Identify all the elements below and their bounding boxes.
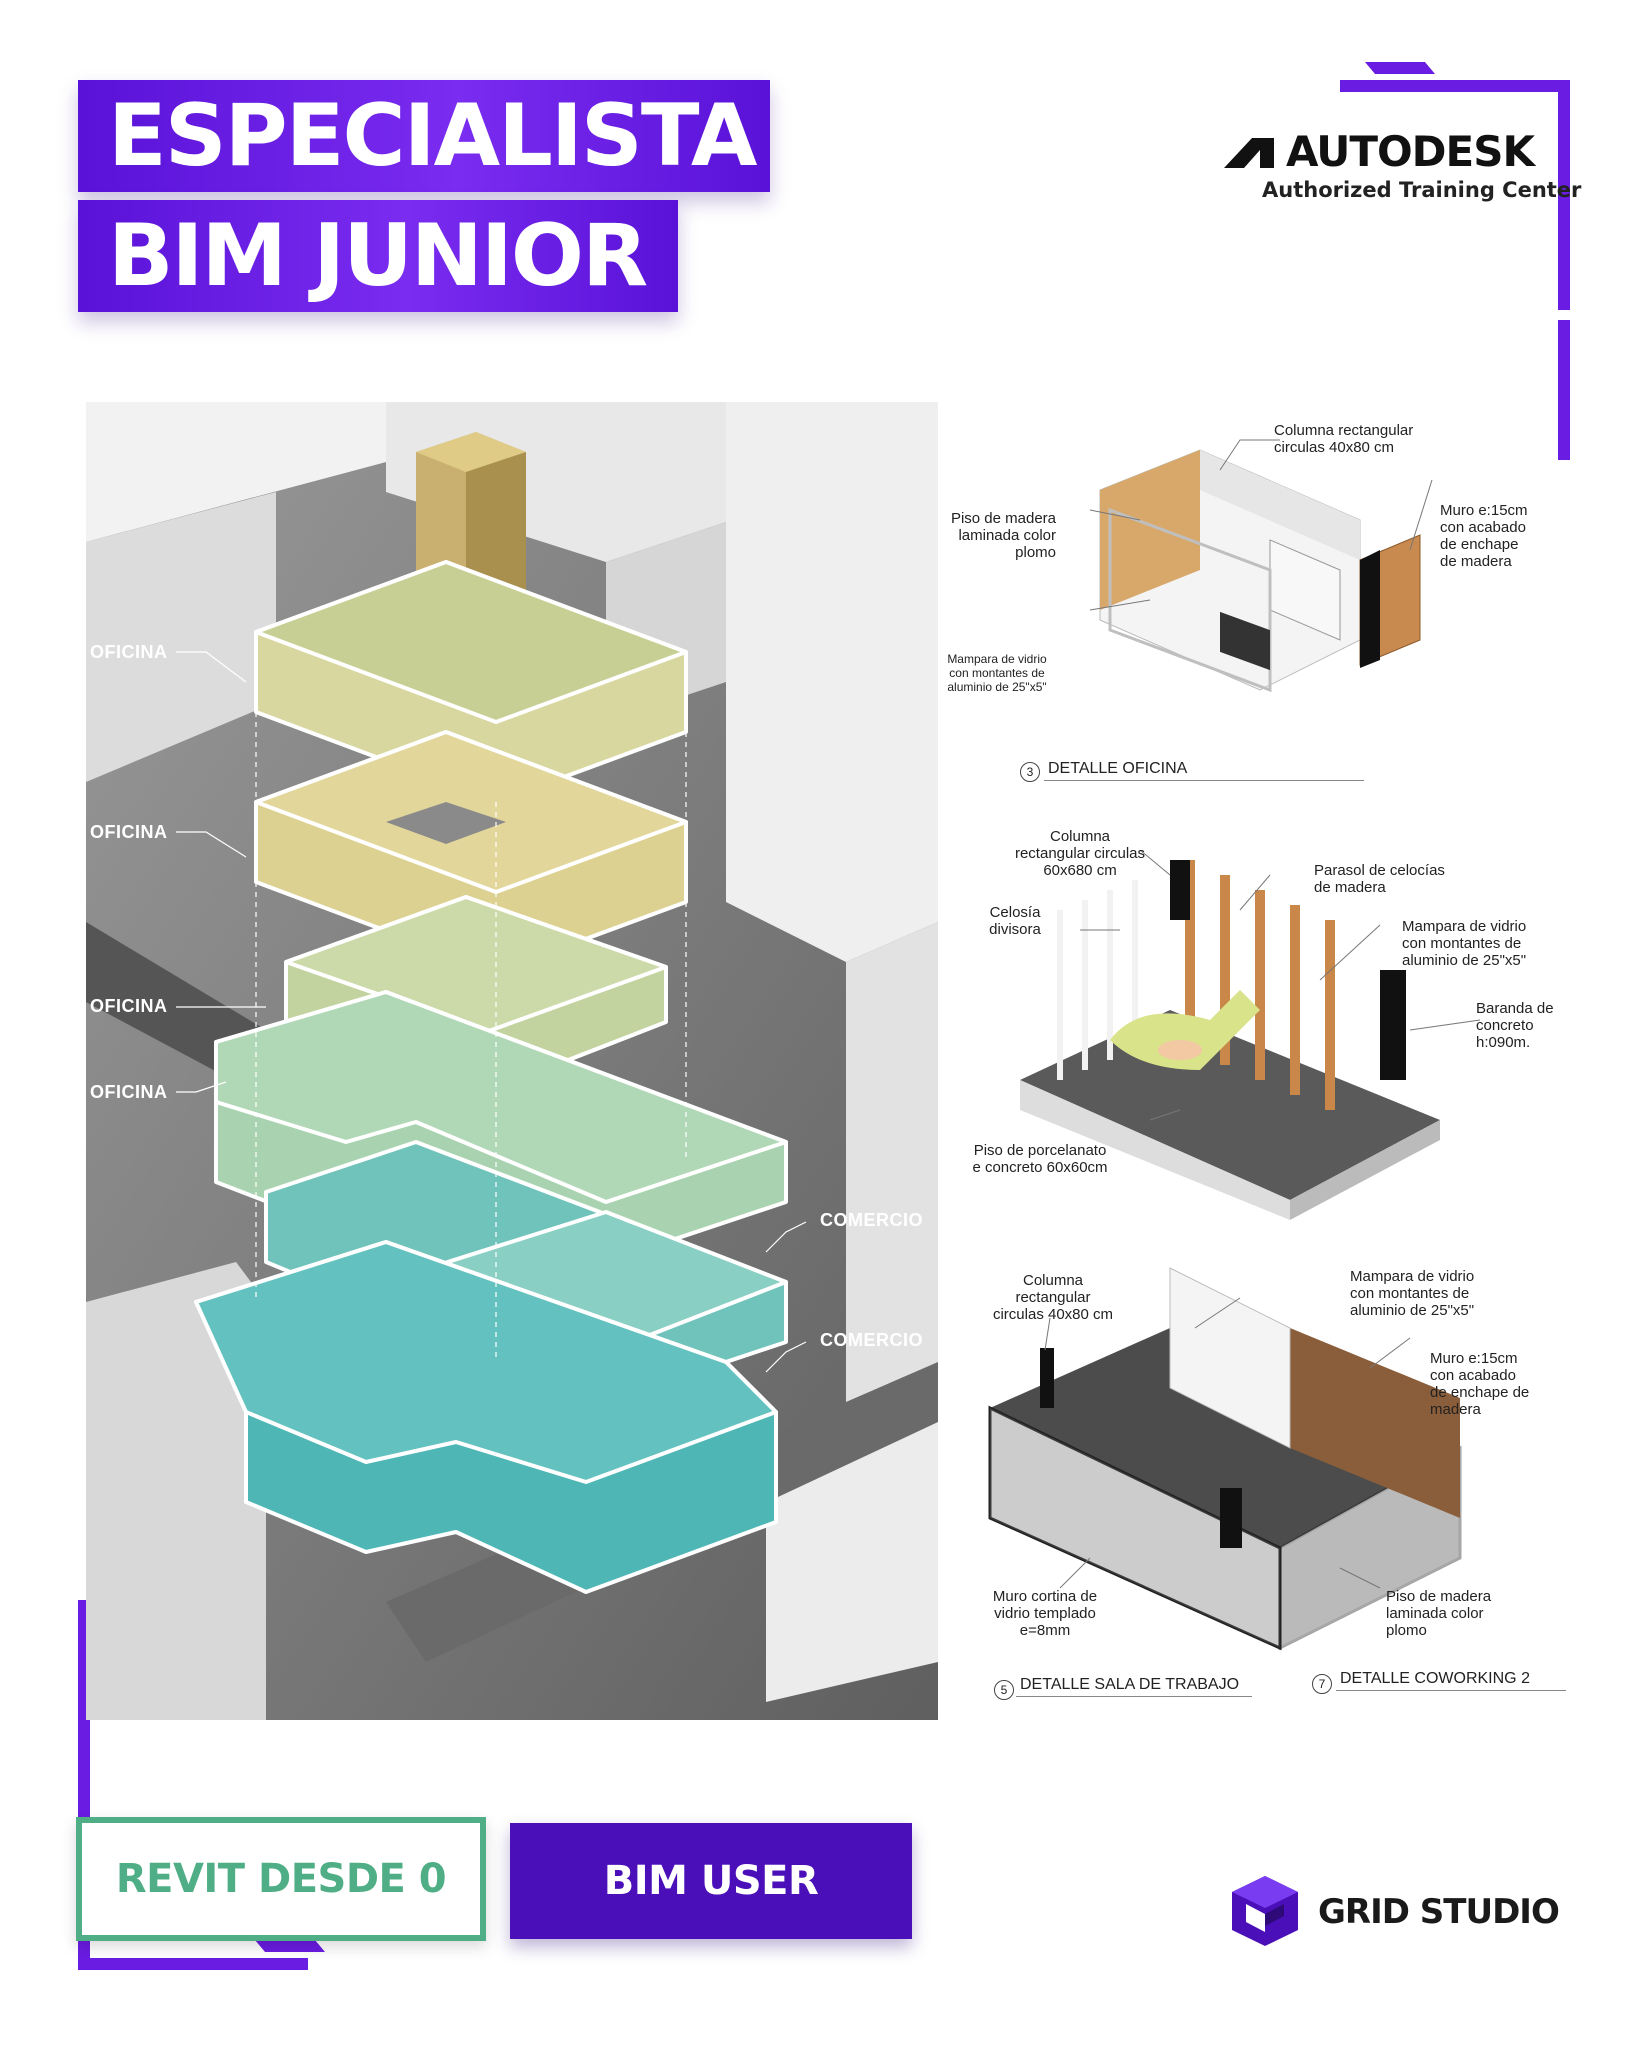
title-line-1: ESPECIALISTA (78, 80, 770, 192)
note-sala-celosia: Celosía divisora (989, 904, 1041, 938)
level-label-oficina-1: OFICINA (90, 642, 168, 662)
grid-studio-cube-icon (1232, 1876, 1298, 1946)
note-cowork-mampara: Mampara de vidrio con montantes de alumi… (1350, 1268, 1475, 1319)
note-oficina-columna: Columna rectangular circulas 40x80 cm (1274, 422, 1414, 456)
detail-oficina-panel: Columna rectangular circulas 40x80 cm Pi… (940, 410, 1528, 790)
detail-oficina-illustration (1089, 439, 1433, 693)
detail-sala-trabajo-rule (1016, 1696, 1252, 1697)
detail-sala-illustration (1020, 849, 1481, 1220)
detail-oficina-title: DETALLE OFICINA (1048, 760, 1188, 777)
note-sala-parasol: Parasol de celocías de madera (1314, 862, 1445, 896)
frame-top-right-vertical (1558, 80, 1570, 310)
detail-cowork-illustration (988, 1267, 1462, 1651)
autodesk-logo: AUTODESK Authorized Training Center (1222, 127, 1581, 208)
frame-top-right-horizontal (1340, 80, 1570, 92)
frame-top-right-vertical-lower (1558, 320, 1570, 460)
note-sala-baranda: Baranda de concreto h:090m. (1476, 1000, 1554, 1051)
detail-coworking-rule (1336, 1690, 1566, 1691)
exploded-building-diagram: OFICINA OFICINA OFICINA OFICINA COMERCIO… (86, 402, 938, 1720)
autodesk-subtitle: Authorized Training Center (1262, 178, 1582, 202)
note-oficina-piso: Piso de madera laminada color plomo (950, 510, 1056, 561)
level-label-comercio-1: COMERCIO (820, 1210, 923, 1230)
note-sala-mampara: Mampara de vidrio con montantes de alumi… (1402, 918, 1527, 969)
level-label-oficina-4: OFICINA (90, 1082, 168, 1102)
autodesk-name: AUTODESK (1286, 127, 1535, 176)
grid-studio-name: GRID STUDIO (1318, 1892, 1560, 1932)
note-cowork-muro: Muro e:15cm con acabado de enchape de ma… (1430, 1350, 1530, 1418)
detail-coworking-title: DETALLE COWORKING 2 (1340, 1670, 1530, 1687)
detail-cowork-panel: Columna rectangular circulas 40x80 cm Ma… (940, 1258, 1580, 1718)
note-sala-piso: Piso de porcelanato e concreto 60x60cm (972, 1142, 1108, 1176)
frame-notch (254, 1940, 326, 1952)
note-cowork-columna: Columna rectangular circulas 40x80 cm (992, 1272, 1114, 1323)
detail-sala-trabajo-title: DETALLE SALA DE TRABAJO (1020, 1676, 1240, 1693)
detail-sala-panel: Columna rectangular circulas 60x680 cm P… (940, 820, 1554, 1240)
frame-notch (1364, 62, 1436, 74)
detail-oficina-rule (1044, 780, 1364, 781)
grid-studio-logo: GRID STUDIO (1226, 1872, 1560, 1952)
revit-desde-0-button[interactable]: REVIT DESDE 0 (76, 1817, 486, 1941)
frame-bottom-left-horizontal (78, 1958, 308, 1970)
note-oficina-muro: Muro e:15cm con acabado de enchape de ma… (1440, 502, 1528, 570)
detail-number-5: 5 (994, 1680, 1014, 1700)
level-label-comercio-2: COMERCIO (820, 1330, 923, 1350)
level-label-oficina-3: OFICINA (90, 996, 168, 1016)
note-sala-columna: Columna rectangular circulas 60x680 cm (1014, 828, 1146, 879)
autodesk-mark-icon (1224, 138, 1274, 168)
detail-number-3: 3 (1020, 762, 1040, 782)
note-cowork-piso: Piso de madera laminada color plomo (1386, 1588, 1492, 1639)
note-oficina-mampara: Mampara de vidrio con montantes de alumi… (947, 652, 1047, 694)
building-illustration (86, 402, 938, 1720)
title-line-2: BIM JUNIOR (78, 200, 678, 312)
detail-number-7: 7 (1312, 1674, 1332, 1694)
level-label-oficina-2: OFICINA (90, 822, 168, 842)
note-cowork-muro-cortina: Muro cortina de vidrio templado e=8mm (992, 1588, 1098, 1639)
bim-user-button[interactable]: BIM USER (510, 1823, 912, 1939)
